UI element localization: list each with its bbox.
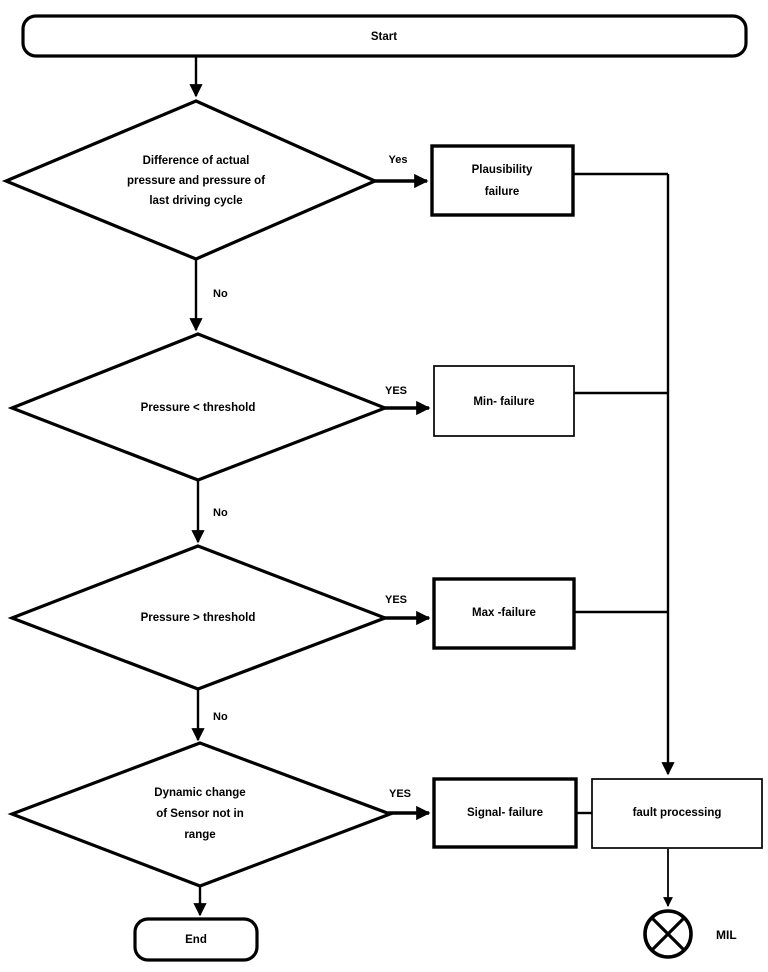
- edge-label-no-min: No: [213, 507, 228, 519]
- end-shape: [133, 917, 259, 962]
- edge-label-yes-plausibility: Yes: [389, 154, 408, 166]
- plausibility-failure-line2: failure: [485, 186, 520, 198]
- node-decision-max[interactable]: Pressure > threshold: [7, 544, 390, 691]
- node-min-failure[interactable]: Min- failure: [433, 365, 575, 437]
- start-label: Start: [371, 31, 397, 43]
- decision-dynamic-line3: range: [184, 829, 215, 841]
- signal-failure-label: Signal- failure: [467, 807, 543, 819]
- edge-max-yes: YES: [383, 594, 431, 626]
- edge-plausibility-no: No: [189, 259, 228, 332]
- node-mil[interactable]: MIL: [643, 909, 737, 959]
- edge-dynamic-yes: YES: [388, 788, 431, 821]
- node-decision-dynamic[interactable]: Dynamic change of Sensor not in range: [7, 741, 395, 888]
- node-start[interactable]: Start: [21, 14, 748, 58]
- max-failure-label: Max -failure: [472, 607, 536, 619]
- decision-dynamic-line2: of Sensor not in: [156, 808, 244, 820]
- edge-min-yes: YES: [383, 385, 431, 416]
- max-failure-shape: [432, 577, 576, 650]
- decision-plausibility-line1: Difference of actual: [143, 155, 250, 167]
- node-plausibility-failure[interactable]: Plausibility failure: [430, 144, 575, 217]
- node-max-failure[interactable]: Max -failure: [432, 577, 576, 650]
- plausibility-failure-shape: [430, 144, 575, 217]
- node-decision-min[interactable]: Pressure < threshold: [7, 332, 390, 482]
- decision-max-label: Pressure > threshold: [141, 612, 256, 624]
- edge-min-no: No: [191, 480, 228, 544]
- min-failure-shape: [433, 365, 575, 437]
- node-signal-failure[interactable]: Signal- failure: [432, 777, 578, 849]
- node-end[interactable]: End: [133, 917, 259, 962]
- decision-min-label: Pressure < threshold: [141, 402, 256, 414]
- end-label: End: [185, 934, 207, 946]
- fault-processing-shape: [591, 778, 763, 849]
- decision-dynamic-line1: Dynamic change: [154, 787, 245, 799]
- edge-label-yes-max: YES: [385, 594, 407, 606]
- edge-label-yes-dynamic: YES: [389, 788, 411, 800]
- mil-label: MIL: [716, 928, 737, 942]
- fault-processing-label: fault processing: [633, 807, 722, 819]
- mil-cross-stroke-b: [650, 916, 686, 952]
- decision-plausibility-line3: last driving cycle: [149, 195, 242, 207]
- node-fault-processing[interactable]: fault processing: [591, 778, 763, 849]
- start-shape: [21, 14, 748, 58]
- min-failure-label: Min- failure: [473, 396, 534, 408]
- signal-failure-shape: [432, 777, 578, 849]
- edge-label-no-max: No: [213, 711, 228, 723]
- decision-plausibility-line2: pressure and pressure of: [127, 175, 265, 187]
- edge-max-no: No: [191, 689, 228, 742]
- plausibility-failure-line1: Plausibility: [472, 164, 533, 176]
- edge-label-yes-min: YES: [385, 385, 407, 397]
- node-decision-plausibility[interactable]: Difference of actual pressure and pressu…: [1, 99, 379, 261]
- edge-plausibility-yes: Yes: [372, 154, 429, 189]
- edge-label-no-plausibility: No: [213, 288, 228, 300]
